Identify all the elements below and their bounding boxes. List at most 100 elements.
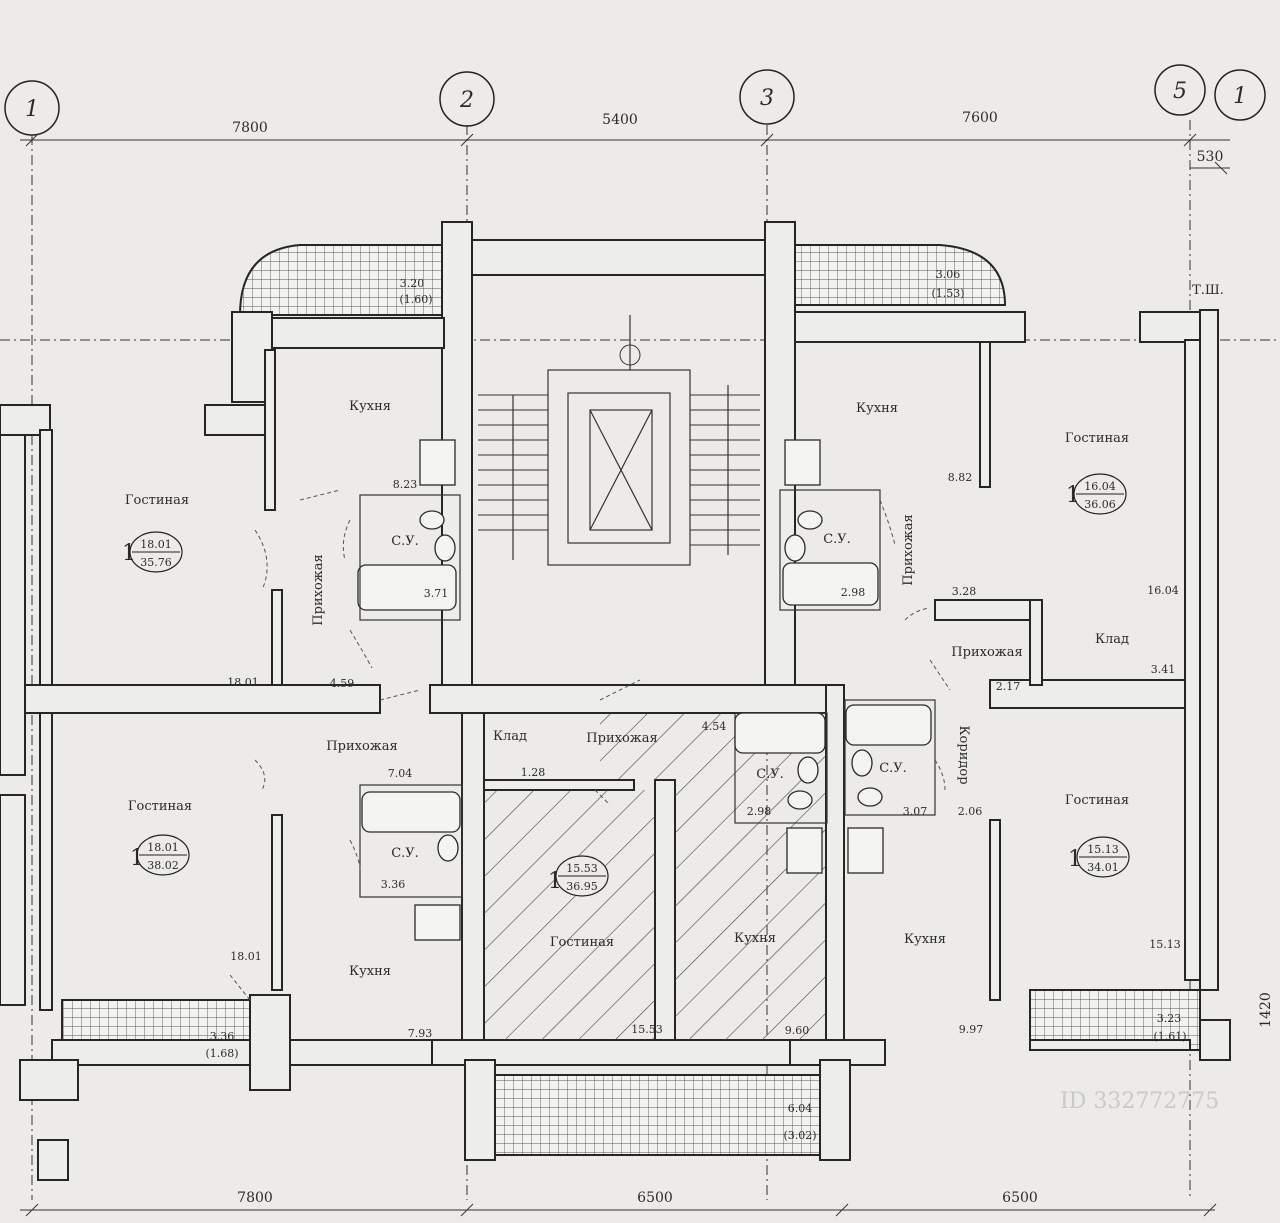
area-balc-tl-reduced: (1.60): [399, 293, 432, 306]
area-kitchen-bl: 7.93: [408, 1027, 433, 1040]
toilet-tr: [797, 510, 823, 530]
bottom-dimensions: 7800 6500 6500 1420: [20, 992, 1274, 1217]
apt1-living-area: 18.01: [140, 538, 172, 551]
axis-2-marker: 2: [439, 71, 495, 127]
room-kitchen-br: Кухня: [904, 932, 946, 947]
room-bath-bl: С.У.: [391, 846, 419, 861]
top-dimensions: 7800 5400 7600 530: [20, 110, 1230, 175]
room-kitchen-bm: Кухня: [734, 931, 776, 946]
area-balc-tl: 3.20: [400, 277, 425, 290]
apt3-total-area: 38.02: [147, 859, 179, 872]
apt2-total-area: 36.06: [1084, 498, 1116, 511]
toilet-br: [857, 787, 883, 807]
room-bath-br: С.У.: [879, 761, 907, 776]
area-balc-br: 3.23: [1157, 1012, 1182, 1025]
room-hall-tr: Прихожая: [901, 514, 916, 585]
apt4-total-area: 36.95: [566, 880, 598, 893]
axis-3-label: 3: [760, 86, 774, 111]
toilet-tl: [419, 510, 445, 530]
shaft-label: Т.Ш.: [1192, 283, 1224, 298]
apt3-stamp: 1 18.01 38.02: [130, 834, 190, 876]
area-bath-bl: 3.36: [381, 878, 406, 891]
area-kitchen-tr: 8.82: [948, 471, 973, 484]
toilet-bm: [787, 790, 813, 810]
area-hall-tl: 4.59: [330, 677, 355, 690]
stove-bm: [786, 827, 823, 874]
dim-bottom-1: 7800: [237, 1190, 273, 1206]
sink-br: [851, 749, 873, 777]
stove-tr: [784, 439, 821, 486]
apt2-stamp: 1 16.04 36.06: [1066, 473, 1127, 515]
apt5-room-count: 1: [1068, 847, 1082, 872]
balcony-bottom-middle: [494, 1074, 826, 1156]
apt5-living-area: 15.13: [1087, 843, 1119, 856]
area-corridor: 2.06: [958, 805, 983, 818]
apt3-living-area: 18.01: [147, 841, 179, 854]
area-kitchen-br: 9.97: [959, 1023, 984, 1036]
area-balc-br-reduced: (1.61): [1153, 1030, 1186, 1043]
balcony-top-left: [238, 244, 446, 316]
sink-tr: [784, 534, 806, 562]
area-living-br: 15.13: [1149, 938, 1181, 951]
room-kitchen-bl: Кухня: [349, 964, 391, 979]
area-balc-bm: 6.04: [788, 1102, 813, 1115]
room-bath-bm: С.У.: [756, 767, 784, 782]
axis-2-label: 2: [459, 88, 474, 113]
apt4-stamp: 1 15.53 36.95: [548, 855, 609, 897]
area-living-bm: 15.53: [631, 1023, 663, 1036]
apt4-living-area: 15.53: [566, 862, 598, 875]
stove-bl: [414, 904, 461, 941]
axis-1-left-label: 1: [25, 97, 39, 122]
room-hall-tl: Прихожая: [311, 554, 326, 625]
hatched-area-living: [484, 790, 655, 1040]
dim-top-2: 5400: [602, 112, 638, 128]
area-hall-bm: 4.54: [702, 720, 727, 733]
room-labels: Кухня Кухня Кухня Кухня Кухня Гостиная Г…: [125, 283, 1224, 979]
room-kitchen-tr: Кухня: [856, 401, 898, 416]
area-hall-bl: 7.04: [388, 767, 413, 780]
room-storage-r: Клад: [1095, 632, 1129, 647]
area-balc-bl: 3.36: [210, 1030, 235, 1043]
area-balc-bl-reduced: (1.68): [205, 1047, 238, 1060]
sink-bl: [437, 834, 459, 862]
area-storage-r: 3.41: [1151, 663, 1176, 676]
fixtures: [357, 439, 936, 941]
room-bath-tl: С.У.: [391, 534, 419, 549]
area-living-tr: 16.04: [1147, 584, 1179, 597]
area-hall-r: 2.17: [996, 680, 1021, 693]
area-kitchen-tl: 8.23: [393, 478, 418, 491]
stove-br: [847, 827, 884, 874]
dim-top-3: 7600: [962, 110, 998, 126]
room-living-br: Гостиная: [1065, 793, 1129, 808]
axis-1-right-label: 1: [1233, 84, 1247, 109]
area-labels: 3.20 (1.60) 3.06 (1.53) 3.36 (1.68) 6.04…: [205, 268, 1186, 1142]
bathtub-bm: [734, 712, 826, 754]
apt5-total-area: 34.01: [1087, 861, 1119, 874]
watermark: ID 332772775: [1060, 1089, 1219, 1114]
room-hall-bl: Прихожая: [326, 739, 397, 754]
axis-5-label: 5: [1173, 79, 1187, 104]
apt2-living-area: 16.04: [1084, 480, 1116, 493]
bathtub-tl: [357, 564, 457, 611]
area-balc-tr-reduced: (1.53): [931, 287, 964, 300]
apartment-stamps: 1 18.01 35.76 1 16.04 36.06 1 18.01 38.0…: [122, 473, 1130, 897]
balcony-top-right: [794, 244, 1007, 306]
room-hall-r: Прихожая: [951, 645, 1022, 660]
area-living-tl-bottom: 18.01: [227, 676, 259, 689]
hatched-area-hall: [600, 713, 675, 780]
sink-bm: [797, 756, 819, 784]
room-kitchen-tl: Кухня: [349, 399, 391, 414]
dim-right-side: 1420: [1258, 992, 1274, 1028]
dim-top-4: 530: [1197, 149, 1224, 165]
axis-3-marker: 3: [739, 69, 795, 125]
room-living-tr: Гостиная: [1065, 431, 1129, 446]
walls: [0, 221, 1231, 1181]
dim-bottom-3: 6500: [1002, 1190, 1038, 1206]
stair-core: [478, 315, 760, 566]
area-bath-bm: 2.98: [747, 805, 772, 818]
doors: [229, 489, 951, 1001]
area-hall-tr: 3.28: [952, 585, 977, 598]
area-bath-tr: 2.98: [841, 586, 866, 599]
bathtub-bl: [361, 791, 461, 833]
